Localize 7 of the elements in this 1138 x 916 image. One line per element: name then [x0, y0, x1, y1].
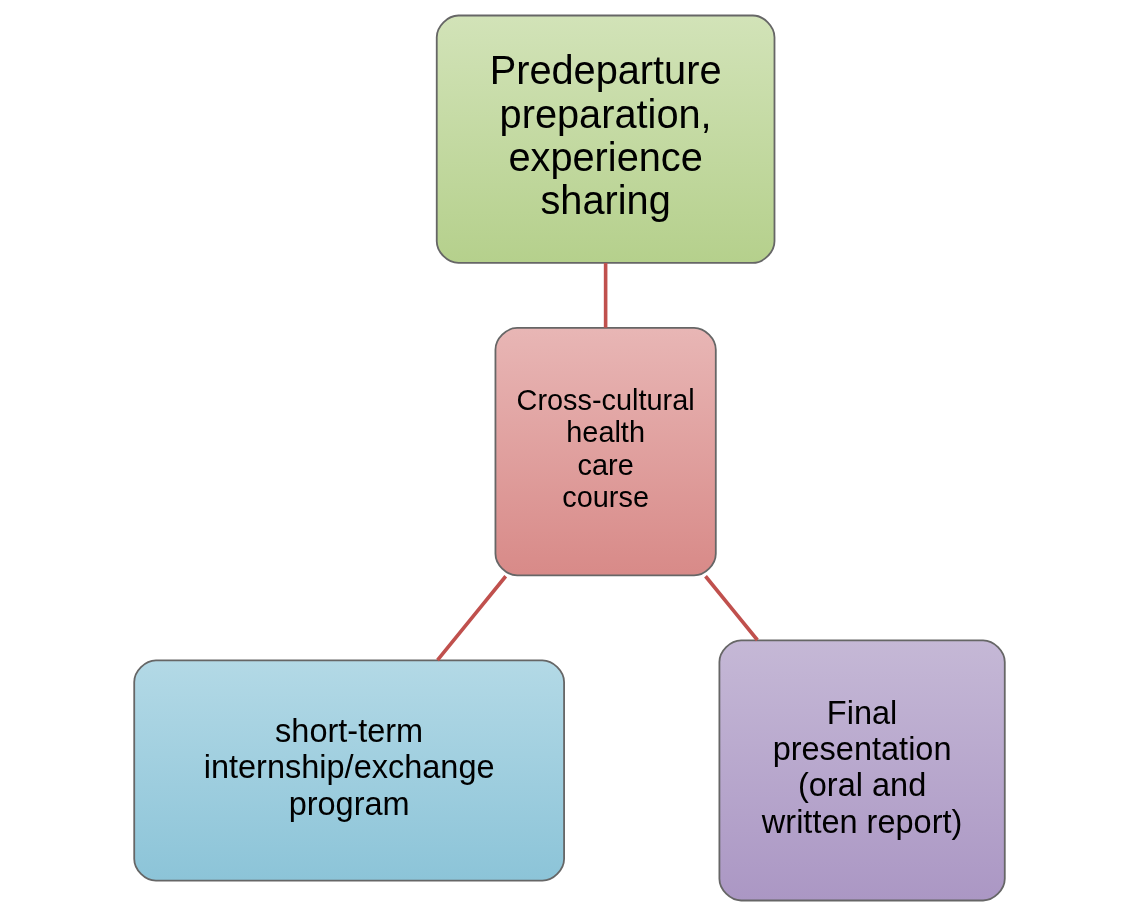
- node-box: Cross-cultural health care course: [494, 327, 717, 577]
- node-box: short-term internship/exchange program: [132, 659, 565, 882]
- connector: [703, 575, 759, 642]
- node-box: Predeparture preparation, experience sharing: [435, 14, 775, 264]
- node-box: Final presentation (oral and written report): [718, 639, 1006, 902]
- connector: [603, 263, 607, 328]
- connector: [435, 575, 507, 662]
